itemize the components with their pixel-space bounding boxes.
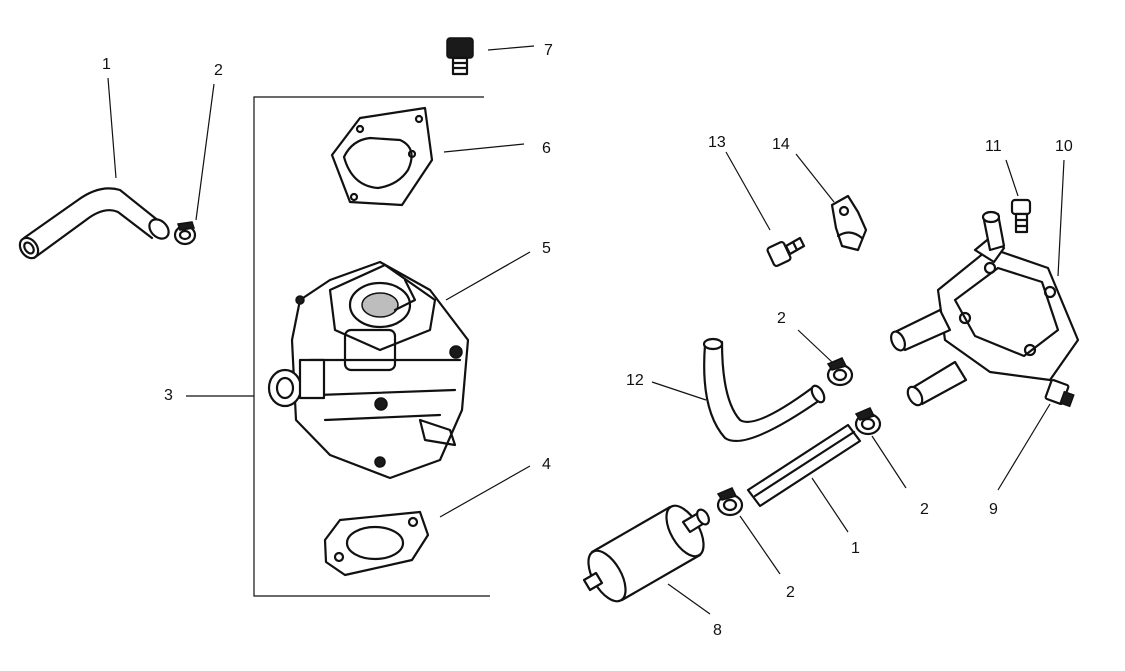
- leader-2a: [195, 83, 215, 221]
- callout-9: 9: [989, 501, 998, 518]
- part-6-upper-gasket: [330, 106, 434, 207]
- part-14-clip: [830, 194, 868, 252]
- callout-11: 11: [985, 138, 1002, 155]
- leader-2c: [871, 435, 907, 489]
- part-2-clamp-right-upper: [826, 357, 854, 387]
- part-5-carburetor: [267, 260, 470, 480]
- leader-1a: [107, 77, 117, 179]
- leader-12: [651, 381, 707, 401]
- callout-6: 6: [542, 140, 551, 157]
- leader-13: [725, 151, 771, 231]
- callout-7: 7: [544, 42, 553, 59]
- callout-5: 5: [542, 240, 551, 257]
- part-1-hose-left: [18, 187, 170, 260]
- callout-14: 14: [772, 136, 790, 153]
- leader-2d: [739, 515, 781, 575]
- part-11-screw: [1010, 198, 1032, 234]
- part-1-hose-right: [746, 423, 862, 508]
- callout-10: 10: [1055, 138, 1073, 155]
- leader-14: [795, 153, 835, 203]
- callout-2-lower-right: 2: [786, 584, 795, 601]
- part-7-screw: [446, 37, 474, 76]
- leader-4: [439, 465, 531, 518]
- leader-11: [1005, 159, 1019, 197]
- part-4-lower-gasket: [323, 510, 430, 577]
- leader-7: [487, 45, 535, 51]
- callout-2-middle-right: 2: [920, 501, 929, 518]
- part-10-fuel-pump: [890, 210, 1080, 407]
- callout-1-right: 1: [851, 540, 860, 557]
- callout-4: 4: [542, 456, 551, 473]
- leader-8: [667, 583, 711, 615]
- leader-2b: [797, 329, 833, 363]
- callout-12: 12: [626, 372, 644, 389]
- leader-5: [445, 251, 531, 301]
- part-9-fitting: [1044, 378, 1075, 408]
- callout-13: 13: [708, 134, 726, 151]
- callout-8: 8: [713, 622, 722, 639]
- leader-10: [1057, 159, 1065, 277]
- callout-3: 3: [164, 387, 173, 404]
- part-2-clamp-left: [173, 221, 197, 246]
- carburetor-assembly-bracket: [253, 96, 490, 597]
- leader-1b: [811, 477, 849, 533]
- callout-1-left: 1: [102, 56, 111, 73]
- leader-6: [443, 143, 525, 153]
- leader-9: [997, 403, 1051, 491]
- part-12-hose-right: [702, 337, 826, 443]
- callout-2-upper-right: 2: [777, 310, 786, 327]
- callout-2-left: 2: [214, 62, 223, 79]
- part-8-fuel-filter: [582, 504, 710, 603]
- part-2-clamp-right-middle: [854, 407, 882, 436]
- part-2-clamp-right-lower: [716, 487, 744, 517]
- part-13-bolt: [766, 236, 806, 267]
